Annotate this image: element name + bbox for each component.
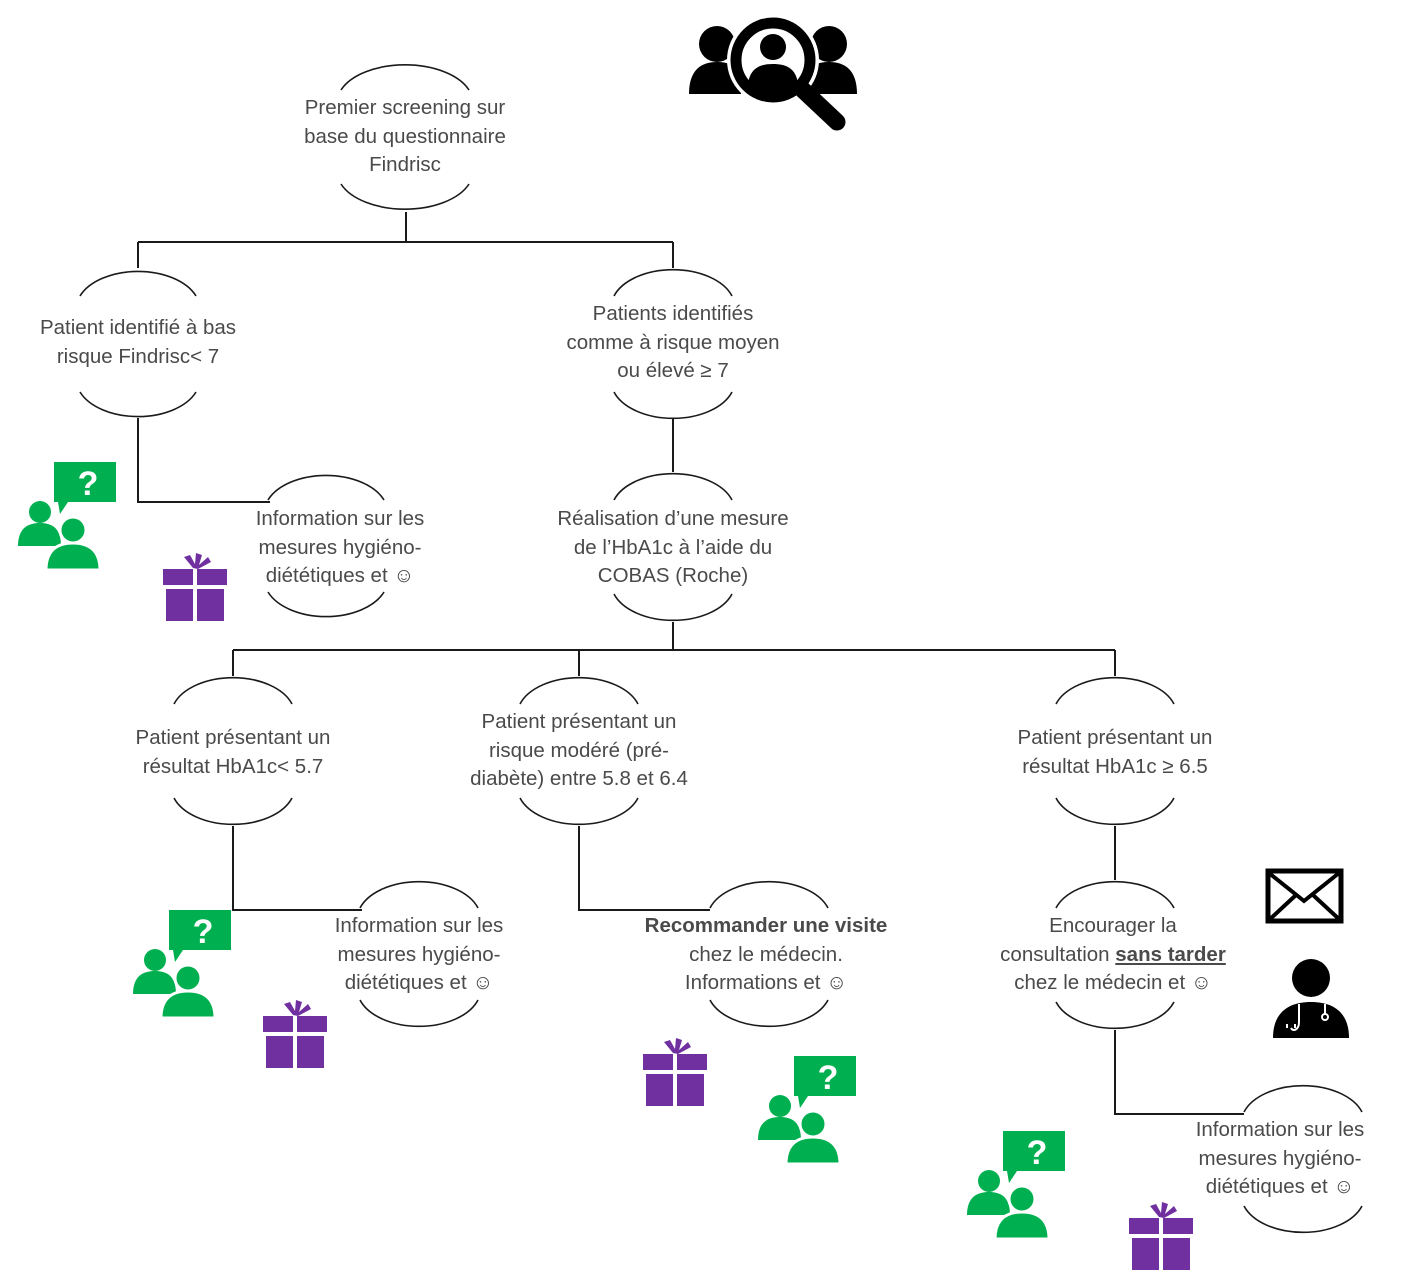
- question-users-icon: [131, 908, 233, 1020]
- node-line: diététiques et ☺: [1205, 1175, 1355, 1198]
- node-line: Patients identifiés: [592, 302, 754, 325]
- node-line: comme à risque moyen: [566, 330, 780, 354]
- node-line: base du questionnaire: [304, 124, 506, 148]
- node-screening: Premier screening sur base du questionna…: [255, 94, 555, 180]
- node-recommend-visit: Recommander une visite chez le médecin. …: [616, 912, 916, 998]
- node-line: diététiques et ☺: [344, 971, 494, 994]
- consult-prefix: consultation: [1000, 942, 1116, 966]
- node-hba1c-measure: Réalisation d’une mesure de l’HbA1c à l’…: [523, 505, 823, 591]
- node-line: mesures hygiéno-: [337, 942, 501, 966]
- arc-encourage-consult: [1055, 880, 1175, 1030]
- arc-low-risk: [79, 270, 197, 418]
- node-low-risk: Patient identifié à bas risque Findrisc<…: [0, 314, 276, 371]
- node-line: Information sur les: [255, 507, 425, 530]
- node-line: Réalisation d’une mesure: [557, 507, 789, 530]
- question-users-icon: [965, 1129, 1067, 1241]
- gift-icon: [263, 1000, 327, 1068]
- node-hba1c-moderate: Patient présentant un risque modéré (pré…: [429, 708, 729, 794]
- node-line: chez le médecin et ☺: [1014, 971, 1212, 994]
- node-line: Information sur les: [1195, 1118, 1365, 1141]
- node-line: mesures hygiéno-: [1198, 1146, 1362, 1170]
- node-line: Patient présentant un: [135, 726, 331, 749]
- node-line: ou élevé ≥ 7: [617, 359, 729, 382]
- arc-screening: [340, 64, 470, 210]
- connector-lines: [137, 212, 1244, 1115]
- node-line: de l’HbA1c à l’aide du: [573, 535, 773, 559]
- node-line: risque modéré (pré-: [488, 738, 669, 762]
- node-line: Patient présentant un: [1017, 726, 1213, 749]
- node-line: Findrisc: [369, 153, 441, 176]
- node-line: Information sur les: [334, 914, 504, 937]
- sans-tarder-emphasis: sans tarder: [1115, 942, 1226, 966]
- arc-medium-high-risk: [613, 268, 733, 420]
- question-users-icon: [756, 1054, 858, 1166]
- arc-hba1c-moderate: [519, 676, 639, 826]
- node-line: consultation sans tarder: [963, 941, 1263, 970]
- envelope-icon: [1265, 868, 1344, 924]
- question-users-icon: [16, 460, 118, 572]
- recommend-visit-emphasis: Recommander une visite: [644, 914, 888, 937]
- node-line: Encourager la: [1049, 914, 1177, 937]
- node-arcs: [79, 64, 1363, 1234]
- node-line: résultat HbA1c< 5.7: [142, 754, 324, 778]
- node-line: diététiques et ☺: [265, 564, 415, 587]
- node-medium-high-risk: Patients identifiés comme à risque moyen…: [523, 300, 823, 386]
- arc-info-hba1c-low: [359, 880, 479, 1028]
- node-line: COBAS (Roche): [597, 564, 749, 587]
- node-info-hba1c-high: Information sur les mesures hygiéno- dié…: [1147, 1116, 1413, 1202]
- node-line: Patient identifié à bas: [39, 316, 237, 339]
- arc-recommend-visit: [709, 880, 829, 1028]
- node-line: chez le médecin.: [689, 942, 843, 966]
- node-line: diabète) entre 5.8 et 6.4: [470, 767, 688, 790]
- arc-info-hba1c-high: [1243, 1084, 1363, 1234]
- node-info-hba1c-low: Information sur les mesures hygiéno- dié…: [269, 912, 569, 998]
- node-line: Informations et ☺: [684, 971, 848, 994]
- node-line: Premier screening sur: [304, 96, 506, 119]
- arc-info-low-risk: [267, 474, 385, 618]
- node-line: Patient présentant un: [481, 710, 677, 733]
- gift-icon: [643, 1038, 707, 1106]
- node-hba1c-high: Patient présentant un résultat HbA1c ≥ 6…: [965, 724, 1265, 781]
- arc-hba1c-high: [1055, 676, 1175, 826]
- node-line: mesures hygiéno-: [258, 535, 422, 559]
- node-line: risque Findrisc< 7: [56, 344, 220, 368]
- arc-hba1c-low: [173, 676, 293, 826]
- node-encourage-consult: Encourager la consultation sans tarder c…: [963, 912, 1263, 998]
- node-hba1c-low: Patient présentant un résultat HbA1c< 5.…: [83, 724, 383, 781]
- node-line: résultat HbA1c ≥ 6.5: [1022, 754, 1208, 778]
- arc-hba1c-measure: [613, 472, 733, 622]
- node-info-low-risk: Information sur les mesures hygiéno- dié…: [190, 505, 490, 591]
- gift-icon: [1129, 1202, 1193, 1270]
- doctor-icon: [1273, 959, 1349, 1038]
- search-users-icon: [689, 14, 857, 131]
